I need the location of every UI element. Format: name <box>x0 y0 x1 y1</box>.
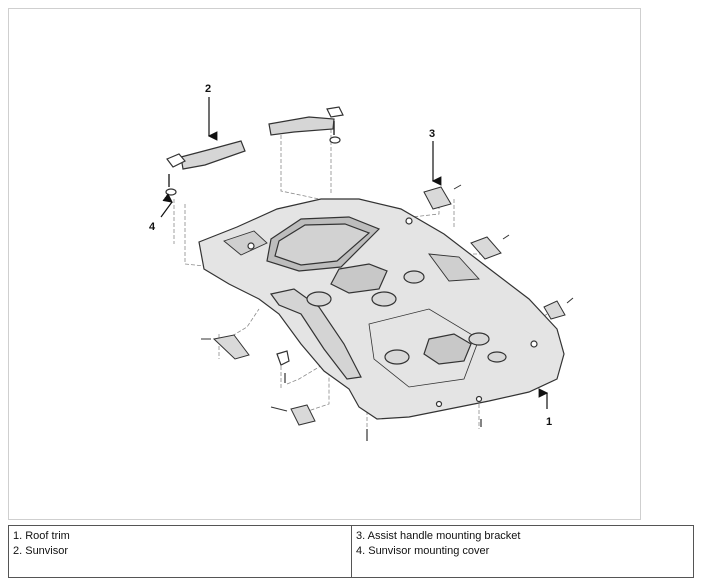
assist-handle-brackets <box>201 184 574 426</box>
roof-trim-exploded-view: 1 2 3 4 <box>149 83 574 441</box>
callout-arrows <box>160 97 549 409</box>
callout-1: 1 <box>546 416 552 428</box>
callout-2: 2 <box>205 83 211 95</box>
legend-item-roof-trim: 1. Roof trim <box>13 530 70 542</box>
roof-trim-part <box>198 198 565 420</box>
legend-item-assist-handle-bracket: 3. Assist handle mounting bracket <box>356 530 521 542</box>
callout-3: 3 <box>429 128 435 140</box>
sunvisor-right-part <box>268 106 344 144</box>
exploded-diagram: 1 2 3 4 <box>8 8 641 520</box>
legend-item-sunvisor-cover: 4. Sunvisor mounting cover <box>356 545 490 557</box>
legend-column-left: 1. Roof trim 2. Sunvisor <box>9 526 352 577</box>
legend-column-right: 3. Assist handle mounting bracket 4. Sun… <box>352 526 693 577</box>
fasteners <box>276 350 482 441</box>
legend-item-sunvisor: 2. Sunvisor <box>13 545 69 557</box>
sunvisor-left-part <box>165 140 246 196</box>
parts-legend: 1. Roof trim 2. Sunvisor 3. Assist handl… <box>8 525 694 578</box>
callout-4: 4 <box>149 221 156 233</box>
